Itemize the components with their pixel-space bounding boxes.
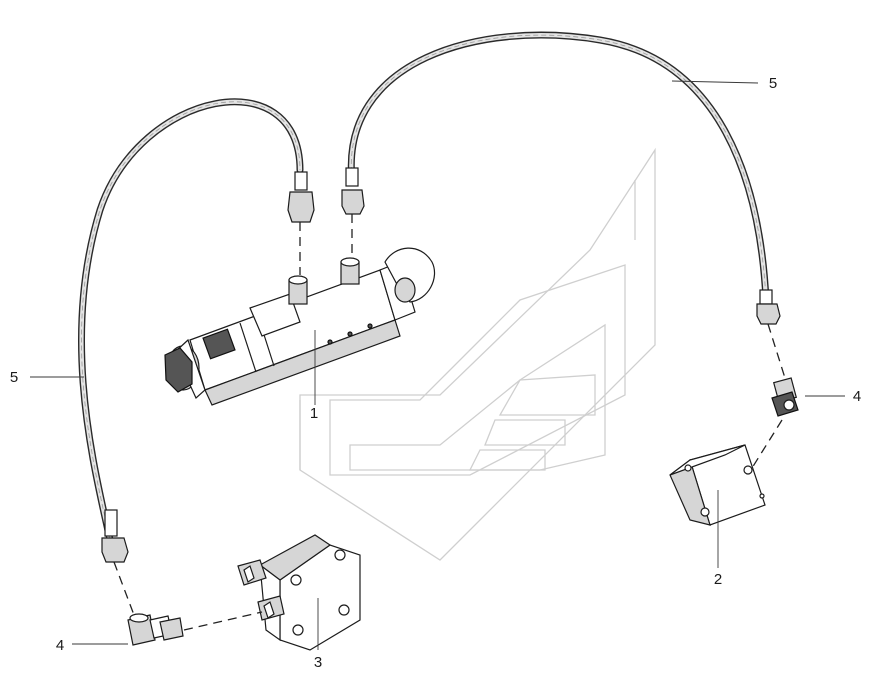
- manifold-block: [237, 534, 361, 651]
- assembly-lines: [113, 214, 786, 631]
- callout-5-right: 5: [769, 75, 777, 92]
- callout-3: 3: [314, 654, 322, 671]
- hose-right-bottom-fitting: [756, 289, 781, 325]
- mounting-bracket: [669, 444, 766, 526]
- hose-right: [347, 31, 770, 304]
- watermark-logo: [299, 147, 656, 561]
- callout-4-left: 4: [56, 637, 64, 654]
- elbow-fitting-left: [127, 613, 184, 646]
- hose-left: [78, 98, 304, 544]
- valve-body: [164, 247, 436, 406]
- callout-5-left: 5: [10, 369, 18, 386]
- callout-1: 1: [310, 405, 318, 422]
- hose-left-bottom-fitting: [101, 509, 129, 563]
- callout-4-right: 4: [853, 388, 861, 405]
- callout-2: 2: [714, 571, 722, 588]
- hose-right-top-fitting: [341, 167, 365, 215]
- leader-lines: [30, 80, 845, 650]
- hose-left-top-fitting: [287, 171, 315, 223]
- elbow-fitting-right: [771, 377, 799, 417]
